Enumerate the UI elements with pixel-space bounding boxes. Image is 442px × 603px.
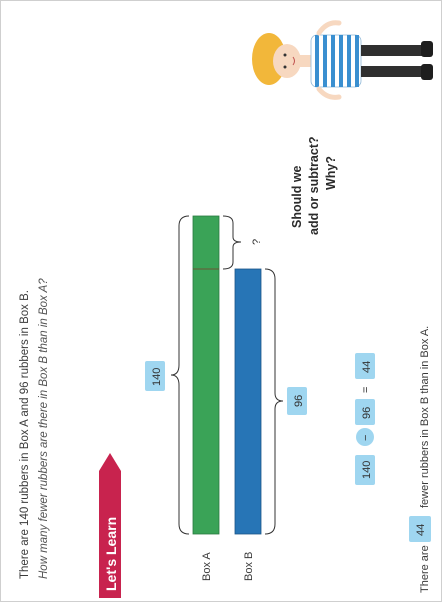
box-a-bar [192,215,220,535]
answer-prefix: There are [419,545,431,593]
difference-brace [222,215,242,270]
part-badge [287,387,307,415]
problem-line-1: There are 140 rubbers in Box A and 96 ru… [19,290,31,579]
character-shoe [421,64,433,80]
equation-result: 44 [361,361,373,373]
total-badge [145,361,165,391]
answer-badge [409,516,431,542]
box-b-bar [234,268,262,535]
banner-label: Let's Learn [103,517,119,591]
character-mouth [292,56,295,66]
equation-result-badge [355,353,375,379]
part-value: 96 [293,395,305,407]
character-face [273,44,301,78]
speech-line-1: Should we [290,165,304,228]
unknown-mark: ? [251,239,263,245]
answer-sentence: There are 44 fewer rubbers in Box B than… [409,326,431,593]
total-brace [170,215,190,535]
box-b-label: Box B [243,552,255,581]
character-leg [361,66,423,77]
equation-operator-badge [356,428,374,446]
character-shoe [421,41,433,57]
answer-value: 44 [415,524,427,536]
equation-left-badge [355,455,375,485]
equation-equals: = [360,387,372,393]
boy-character-illustration [252,20,433,100]
character-eye [283,53,287,57]
box-a-label: Box A [201,552,213,581]
speech-line-2: add or subtract? [307,136,321,235]
speech-prompt: Should we add or subtract? Why? [290,136,338,235]
character-neck [300,55,312,67]
lets-learn-banner: Let's Learn [99,453,121,598]
character-eye [283,65,287,69]
problem-line-2: How many fewer rubbers are there in Box … [38,278,50,579]
character-leg [361,45,423,56]
character-arm [316,20,342,36]
character-arm [316,86,342,100]
speech-line-3: Why? [324,156,338,190]
equation-right: 96 [361,407,373,419]
equation-right-badge [355,399,375,425]
character-shirt [310,34,362,88]
answer-suffix: fewer rubbers in Box B than in Box A. [419,326,431,508]
equation-operator: − [360,435,372,441]
bar-model: Box A Box B 140 ? 96 [145,215,307,581]
total-value: 140 [151,368,163,386]
equation: 140 − 96 = 44 [355,353,375,485]
part-brace [264,268,284,535]
equation-left: 140 [361,461,373,479]
